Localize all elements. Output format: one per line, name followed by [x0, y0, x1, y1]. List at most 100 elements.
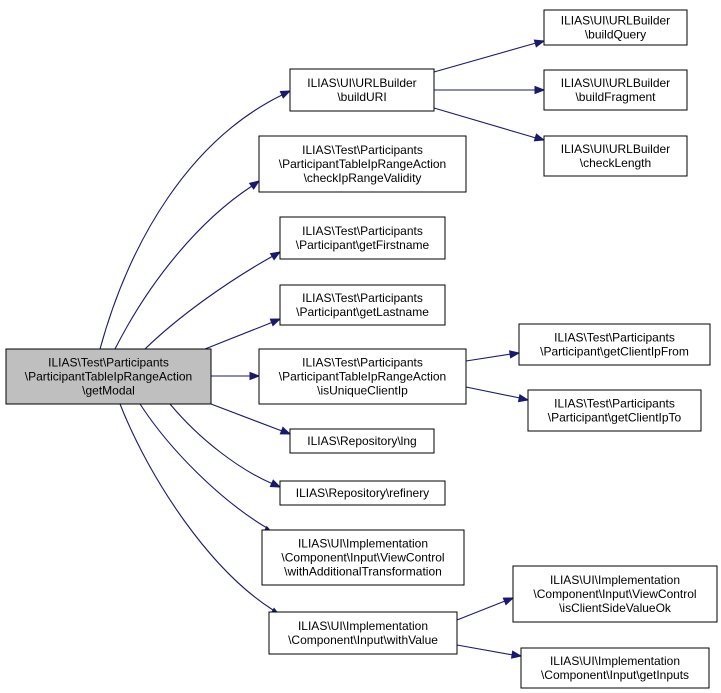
node-withAdditionalTransformation[interactable]: ILIAS\UI\Implementation\Component\Input\… [261, 529, 465, 586]
node-box [527, 389, 702, 432]
node-label-line: ILIAS\UI\URLBuilder [561, 76, 670, 90]
node-label-line: \Participant\getClientIpFrom [540, 345, 689, 359]
edge-line [465, 353, 512, 362]
arrowhead [279, 426, 292, 435]
node-getInputs[interactable]: ILIAS\UI\Implementation\Component\Input\… [520, 647, 710, 689]
node-label-line: \Component\Input\ViewControl [533, 587, 696, 601]
arrowhead [508, 350, 521, 359]
node-label-line: ILIAS\Test\Participants [302, 291, 423, 305]
arrowhead [279, 90, 292, 99]
arrowhead [248, 180, 261, 190]
node-buildURI[interactable]: ILIAS\UI\URLBuilder\buildURI [289, 68, 435, 112]
node-box [279, 480, 446, 506]
node-getClientIpTo[interactable]: ILIAS\Test\Participants\Participant\getC… [527, 389, 702, 432]
node-checkIpRangeValidity[interactable]: ILIAS\Test\Participants\ParticipantTable… [258, 135, 467, 193]
arrowhead [533, 133, 546, 142]
node-label-line: \Component\Input\withValue [288, 633, 438, 647]
edge-withValue-to-getInputs [456, 644, 523, 659]
node-getModal[interactable]: ILIAS\Test\Participants\ParticipantTable… [5, 348, 212, 405]
edge-line [99, 94, 283, 350]
node-label-line: ILIAS\Test\Participants [48, 356, 169, 370]
node-checkLength[interactable]: ILIAS\UI\URLBuilder\checkLength [543, 135, 688, 177]
node-getLastname[interactable]: ILIAS\Test\Participants\Participant\getL… [279, 284, 446, 326]
node-refinery[interactable]: ILIAS\Repository\refinery [279, 480, 446, 506]
edge-getModal-to-checkIpRangeValidity [114, 180, 261, 350]
node-buildQuery[interactable]: ILIAS\UI\URLBuilder\buildQuery [543, 9, 688, 46]
node-lng[interactable]: ILIAS\Repository\lng [289, 428, 435, 454]
node-label-line: ILIAS\Repository\lng [307, 434, 416, 448]
node-box [543, 135, 688, 177]
edge-line [210, 403, 283, 432]
edge-isUniqueClientIp-to-getClientIpTo [465, 386, 530, 403]
node-box [258, 348, 467, 405]
edge-line [465, 386, 521, 399]
node-box [279, 284, 446, 326]
node-label-line: \withAdditionalTransformation [284, 565, 442, 579]
node-label-line: ILIAS\Test\Participants [302, 143, 423, 157]
node-label-line: \checkIpRangeValidity [304, 171, 422, 185]
node-label-line: ILIAS\Repository\refinery [296, 486, 429, 500]
edge-line [433, 107, 537, 139]
node-label-line: \buildFragment [575, 90, 656, 104]
arrowhead [269, 318, 282, 327]
node-label-line: ILIAS\UI\Implementation [298, 537, 428, 551]
edge-line [456, 644, 514, 656]
node-box [520, 647, 710, 689]
arrowhead [269, 479, 282, 488]
node-box [543, 69, 688, 111]
node-label-line: \Component\Input\ViewControl [281, 551, 444, 565]
node-buildFragment[interactable]: ILIAS\UI\URLBuilder\buildFragment [543, 69, 688, 111]
node-label-line: ILIAS\Test\Participants [554, 331, 675, 345]
node-label-line: \ParticipantTableIpRangeAction [25, 370, 192, 384]
node-label-line: \ParticipantTableIpRangeAction [279, 370, 446, 384]
nodes: ILIAS\Test\Participants\ParticipantTable… [5, 9, 718, 689]
edge-getModal-to-getFirstname [144, 251, 282, 350]
node-label-line: ILIAS\Test\Participants [302, 356, 423, 370]
node-box [512, 565, 718, 623]
edge-line [139, 403, 268, 529]
node-label-line: \Component\Input\getInputs [541, 668, 689, 682]
node-label-line: ILIAS\UI\URLBuilder [561, 142, 670, 156]
node-getClientIpFrom[interactable]: ILIAS\Test\Participants\Participant\getC… [518, 323, 711, 366]
edge-getModal-to-getLastname [204, 318, 282, 350]
edge-getModal-to-withAdditionalTransformation [139, 403, 275, 535]
edge-getModal-to-isUniqueClientIp [211, 371, 261, 381]
node-box [289, 428, 435, 454]
node-label-line: \Participant\getFirstname [296, 238, 430, 252]
node-isClientSideValueOk[interactable]: ILIAS\UI\Implementation\Component\Input\… [512, 565, 718, 623]
edge-line [204, 321, 274, 350]
edge-buildURI-to-buildQuery [433, 39, 546, 73]
edge-line [433, 42, 537, 73]
arrowhead [510, 650, 523, 659]
node-withValue[interactable]: ILIAS\UI\Implementation\Component\Input\… [268, 611, 458, 655]
node-label-line: ILIAS\Test\Participants [554, 397, 675, 411]
edge-buildURI-to-buildFragment [434, 85, 546, 95]
edge-buildURI-to-checkLength [433, 107, 546, 142]
node-label-line: ILIAS\UI\URLBuilder [307, 76, 416, 90]
node-box [518, 323, 711, 366]
edge-getModal-to-refinery [169, 403, 282, 488]
node-label-line: ILIAS\UI\URLBuilder [561, 14, 670, 28]
node-label-line: \isClientSideValueOk [559, 601, 672, 615]
node-getFirstname[interactable]: ILIAS\Test\Participants\Participant\getF… [279, 216, 446, 260]
node-label-line: \isUniqueClientIp [317, 384, 408, 398]
node-box [268, 611, 458, 655]
node-box [279, 216, 446, 260]
edge-isUniqueClientIp-to-getClientIpFrom [465, 350, 521, 362]
node-label-line: \ParticipantTableIpRangeAction [279, 157, 446, 171]
edge-withValue-to-isClientSideValueOk [456, 597, 515, 621]
node-label-line: ILIAS\UI\Implementation [298, 619, 428, 633]
arrowhead [269, 251, 282, 261]
arrowhead [534, 85, 546, 95]
node-label-line: ILIAS\UI\Implementation [550, 654, 680, 668]
node-label-line: \getModal [82, 384, 135, 398]
node-box [543, 9, 688, 46]
node-label-line: \Participant\getClientIpTo [548, 411, 682, 425]
node-isUniqueClientIp[interactable]: ILIAS\Test\Participants\ParticipantTable… [258, 348, 467, 405]
arrowhead [249, 371, 261, 381]
node-box [258, 135, 467, 193]
node-label-line: ILIAS\UI\Implementation [550, 573, 680, 587]
edge-getModal-to-lng [210, 403, 292, 435]
node-box [261, 529, 465, 586]
